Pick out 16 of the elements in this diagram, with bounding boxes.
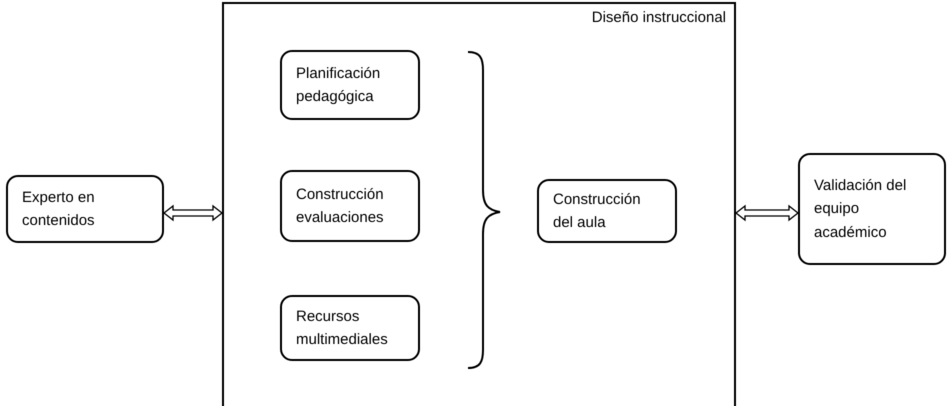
- box-label: Construcción del aula: [553, 190, 642, 233]
- process-box: [537, 179, 677, 243]
- process-box: [280, 170, 420, 242]
- group-title: Diseño instruccional: [592, 8, 726, 28]
- box-label: Recursos multimediales: [296, 306, 389, 350]
- process-box: [798, 153, 946, 265]
- process-box: [280, 295, 420, 361]
- box-label: Validación del equipo académico: [814, 176, 908, 243]
- process-box: [280, 50, 420, 120]
- double-arrow: [734, 204, 800, 222]
- process-box: [6, 175, 164, 243]
- box-label: Construcción evaluaciones: [296, 184, 385, 228]
- double-arrow: [162, 204, 224, 222]
- box-label: Experto en contenidos: [22, 188, 96, 231]
- box-label: Planificación pedagógica: [296, 64, 382, 107]
- group-frame: [222, 2, 736, 406]
